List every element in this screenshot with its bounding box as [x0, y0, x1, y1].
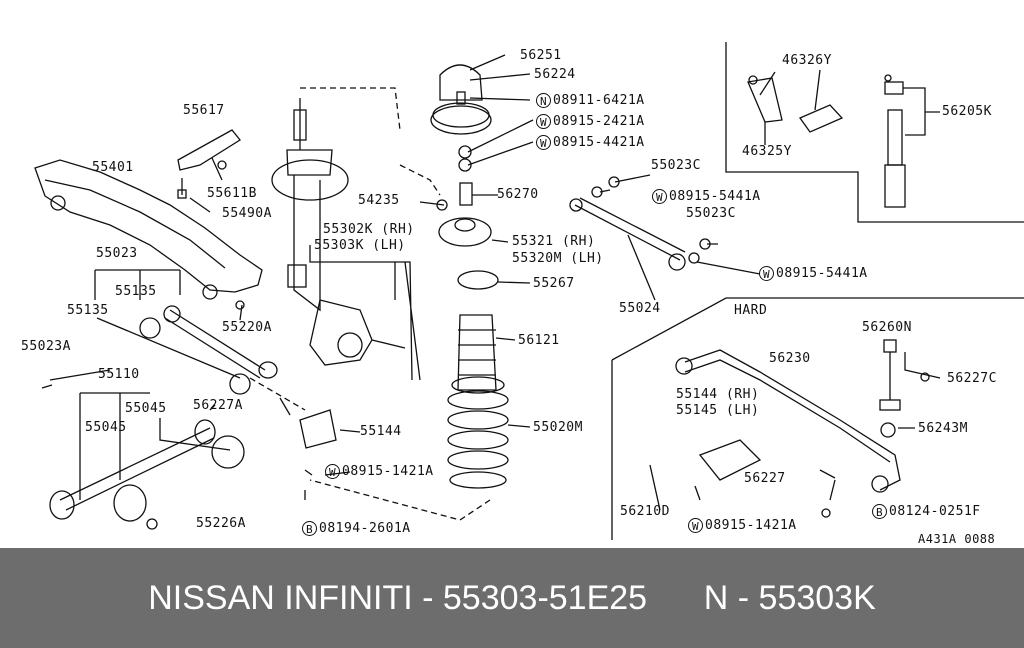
part-label-56227C: 56227C [947, 371, 997, 386]
part-label-46325Y: 46325Y [742, 144, 792, 159]
lower-links [41, 305, 337, 530]
part-number-08124-0251F: 08124-0251F [889, 504, 981, 519]
strut-assembly [271, 87, 406, 366]
part-label-55302K: 55302K (RH) [323, 222, 415, 237]
part-label-55023C-2: 55023C [686, 206, 736, 221]
part-label-55020M: 55020M [533, 420, 583, 435]
circle-mark-w: W [759, 266, 774, 281]
footer-spacer [647, 579, 704, 618]
diagram-drawing [34, 42, 1024, 540]
part-label-55023A: 55023A [21, 339, 71, 354]
part-label-54235: 54235 [358, 193, 400, 208]
part-label-55045-a: 55045 [125, 401, 167, 416]
part-label-55401: 55401 [92, 160, 134, 175]
part-label-55023: 55023 [96, 246, 138, 261]
part-label-56210D: 56210D [620, 504, 670, 519]
circle-mark-w: W [652, 189, 667, 204]
part-number-08915-2421A: 08915-2421A [553, 114, 645, 129]
part-label-55267: 55267 [533, 276, 575, 291]
footer-oem-number: N - 55303K [703, 578, 876, 617]
part-label-55490A: 55490A [222, 206, 272, 221]
stabilizer-bar [649, 339, 941, 518]
crossmember-55401 [34, 159, 263, 310]
part-label-55226A: 55226A [196, 516, 246, 531]
diagram-reference-code: A431A 0088 [918, 532, 996, 546]
inset-box-hard-top [611, 297, 1024, 361]
part-label-56243M: 56243M [918, 421, 968, 436]
part-number-08915-1421A-2: 08915-1421A [705, 518, 797, 533]
part-label-55045-b: 55045 [85, 420, 127, 435]
part-label-55110: 55110 [98, 367, 140, 382]
inset-parts-top-right [747, 69, 940, 208]
circle-mark-w: W [536, 114, 551, 129]
circle-mark-w: W [325, 464, 340, 479]
part-label-55320M: 55320M (LH) [512, 251, 604, 266]
part-number-08194-2601A: 08194-2601A [319, 521, 411, 536]
part-label-55611B: 55611B [207, 186, 257, 201]
top-mount-parts [309, 54, 534, 521]
part-label-55135-b: 55135 [67, 303, 109, 318]
circle-mark-w: W [688, 518, 703, 533]
part-label-56121: 56121 [518, 333, 560, 348]
highlighted-part-55303K: 55303K [314, 238, 364, 253]
part-label-55303K: 55303K (LH) [314, 238, 406, 253]
circle-mark-n: N [536, 93, 551, 108]
footer-part-number: NISSAN INFINITI - 55303-51E25 [148, 578, 648, 617]
lateral-link-55024 [569, 174, 761, 301]
part-label-55023C: 55023C [651, 158, 701, 173]
part-label-55135-a: 55135 [115, 284, 157, 299]
part-label-56227: 56227 [744, 471, 786, 486]
part-label-56270: 56270 [497, 187, 539, 202]
footer-banner: NISSAN INFINITI - 55303-51E25 N - 55303K [0, 548, 1024, 648]
circle-mark-w: W [536, 135, 551, 150]
part-label-56205K: 56205K [942, 104, 992, 119]
part-label-56227A: 56227A [193, 398, 243, 413]
part-label-55145-lh: 55145 (LH) [676, 403, 760, 418]
part-label-55220A: 55220A [222, 320, 272, 335]
part-number-08915-1421A: 08915-1421A [342, 464, 434, 479]
part-label-55321: 55321 (RH) [512, 234, 596, 249]
circle-mark-b: B [872, 504, 887, 519]
part-number-08911-6421A: 08911-6421A [553, 93, 645, 108]
part-label-46326Y: 46326Y [782, 53, 832, 68]
part-label-55617: 55617 [183, 103, 225, 118]
part-label-56260N: 56260N [862, 320, 912, 335]
part-label-56251: 56251 [520, 48, 562, 63]
inset-box-top-right [725, 42, 1024, 223]
part-label-56230: 56230 [769, 351, 811, 366]
part-label-55144-rh: 55144 (RH) [676, 387, 760, 402]
circle-mark-b: B [302, 521, 317, 536]
section-label-hard: HARD [734, 303, 768, 318]
part-number-08915-5441A-2: 08915-5441A [776, 266, 868, 281]
part-number-08915-5441A: 08915-5441A [669, 189, 761, 204]
part-label-56224: 56224 [534, 67, 576, 82]
part-label-55144: 55144 [360, 424, 402, 439]
part-side-lh: (LH) [372, 238, 406, 253]
bracket-55617 [177, 129, 241, 199]
part-label-55024: 55024 [619, 301, 661, 316]
part-number-08915-4421A: 08915-4421A [553, 135, 645, 150]
